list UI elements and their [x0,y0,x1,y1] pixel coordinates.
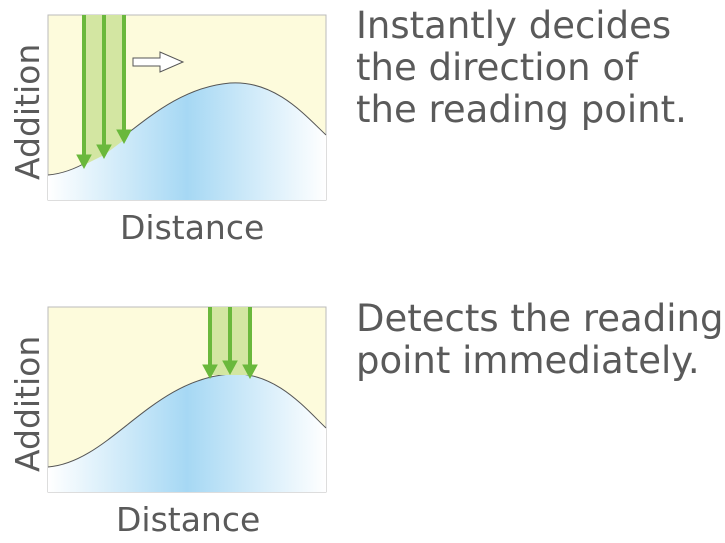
down-arrows [202,307,258,380]
curve-line [47,373,327,468]
curve-area [48,82,326,200]
caption-top: Instantly decides the direction of the r… [356,4,687,131]
down-arrows [76,15,132,170]
y-axis-label-bottom: Addition [8,335,47,472]
x-axis-label-bottom: Distance [116,500,261,539]
right-arrow-icon [132,51,185,73]
diagram-bottom [47,306,327,493]
caption-bottom: Detects the reading point immediately. [356,297,724,382]
curve-area [48,373,326,492]
x-axis-label-top: Distance [120,208,265,247]
diagram-top [47,14,327,201]
